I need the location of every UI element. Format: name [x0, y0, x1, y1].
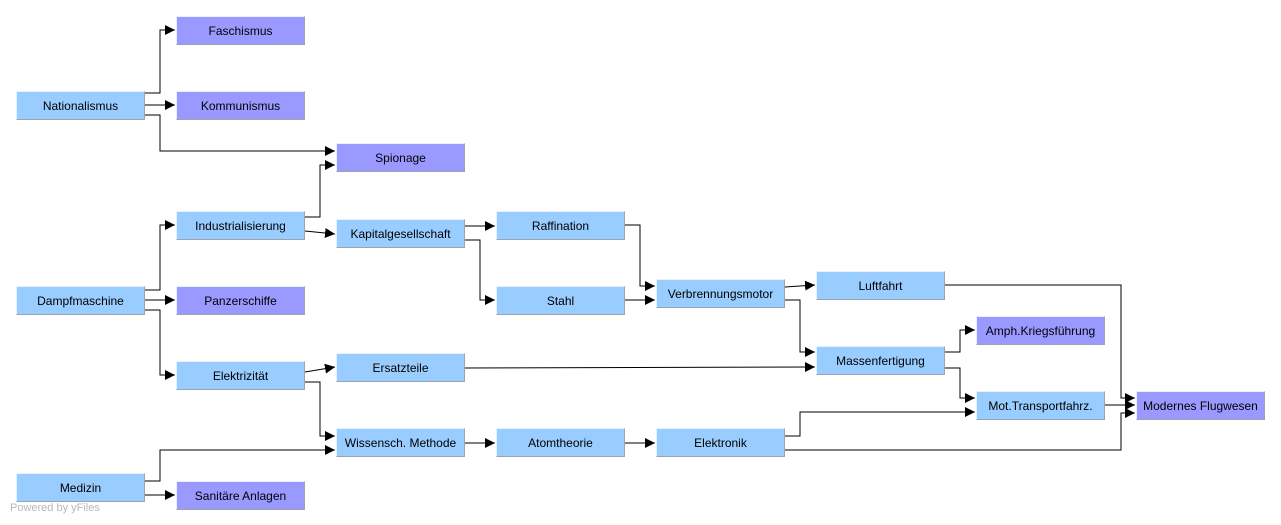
edge-raffination-verbrennungsmotor	[625, 224, 655, 291]
node-kapitalgesellschaft[interactable]: Kapitalgesellschaft	[336, 219, 465, 248]
edge-elektronik-modernes-flugwesen	[785, 408, 1135, 451]
node-amph-kriegsfuehrung[interactable]: Amph.Kriegsführung	[976, 316, 1105, 345]
edge-nationalismus-spionage	[145, 114, 335, 156]
node-modernes-flugwesen[interactable]: Modernes Flugwesen	[1136, 391, 1265, 420]
edge-massenfertigung-amph-kriegsfuehrung	[945, 325, 975, 353]
node-medizin[interactable]: Medizin	[16, 473, 145, 502]
node-mot-transportfahrz[interactable]: Mot.Transportfahrz.	[976, 391, 1105, 420]
node-industrialisierung[interactable]: Industrialisierung	[176, 211, 305, 240]
edges	[145, 25, 1135, 500]
node-verbrennungsmotor[interactable]: Verbrennungsmotor	[656, 279, 785, 308]
node-massenfertigung[interactable]: Massenfertigung	[816, 346, 945, 375]
node-sanitaere-anlagen[interactable]: Sanitäre Anlagen	[176, 481, 305, 510]
edge-industrialisierung-kapitalgesellschaft	[304, 228, 336, 238]
edge-dampfmaschine-industrialisierung	[145, 220, 175, 291]
node-ersatzteile[interactable]: Ersatzteile	[336, 353, 465, 382]
edge-industrialisierung-spionage	[305, 160, 335, 218]
node-dampfmaschine[interactable]: Dampfmaschine	[16, 286, 145, 315]
edge-ersatzteile-massenfertigung	[464, 362, 816, 373]
edge-elektrizitaet-wissensch-methode	[305, 381, 335, 441]
node-elektronik[interactable]: Elektronik	[656, 428, 785, 457]
node-spionage[interactable]: Spionage	[336, 143, 465, 172]
edge-nationalismus-faschismus	[145, 25, 175, 94]
node-raffination[interactable]: Raffination	[496, 211, 625, 240]
edge-dampfmaschine-elektrizitaet	[145, 309, 175, 380]
edge-kapitalgesellschaft-stahl	[465, 239, 495, 305]
edge-verbrennungsmotor-massenfertigung	[785, 299, 815, 357]
edge-massenfertigung-mot-transportfahrz	[945, 367, 975, 403]
node-atomtheorie[interactable]: Atomtheorie	[496, 428, 625, 457]
node-faschismus[interactable]: Faschismus	[176, 16, 305, 45]
edge-elektronik-mot-transportfahrz	[785, 407, 975, 437]
node-luftfahrt[interactable]: Luftfahrt	[816, 271, 945, 300]
edge-elektrizitaet-ersatzteile	[304, 363, 336, 374]
node-kommunismus[interactable]: Kommunismus	[176, 91, 305, 120]
watermark-text: Powered by yFiles	[10, 502, 100, 514]
edge-luftfahrt-modernes-flugwesen	[945, 284, 1135, 403]
edge-medizin-wissensch-methode	[145, 445, 335, 482]
node-stahl[interactable]: Stahl	[496, 286, 625, 315]
edge-verbrennungsmotor-luftfahrt	[784, 280, 816, 291]
node-nationalismus[interactable]: Nationalismus	[16, 91, 145, 120]
node-wissensch-methode[interactable]: Wissensch. Methode	[336, 428, 465, 457]
node-panzerschiffe[interactable]: Panzerschiffe	[176, 286, 305, 315]
node-elektrizitaet[interactable]: Elektrizität	[176, 361, 305, 390]
